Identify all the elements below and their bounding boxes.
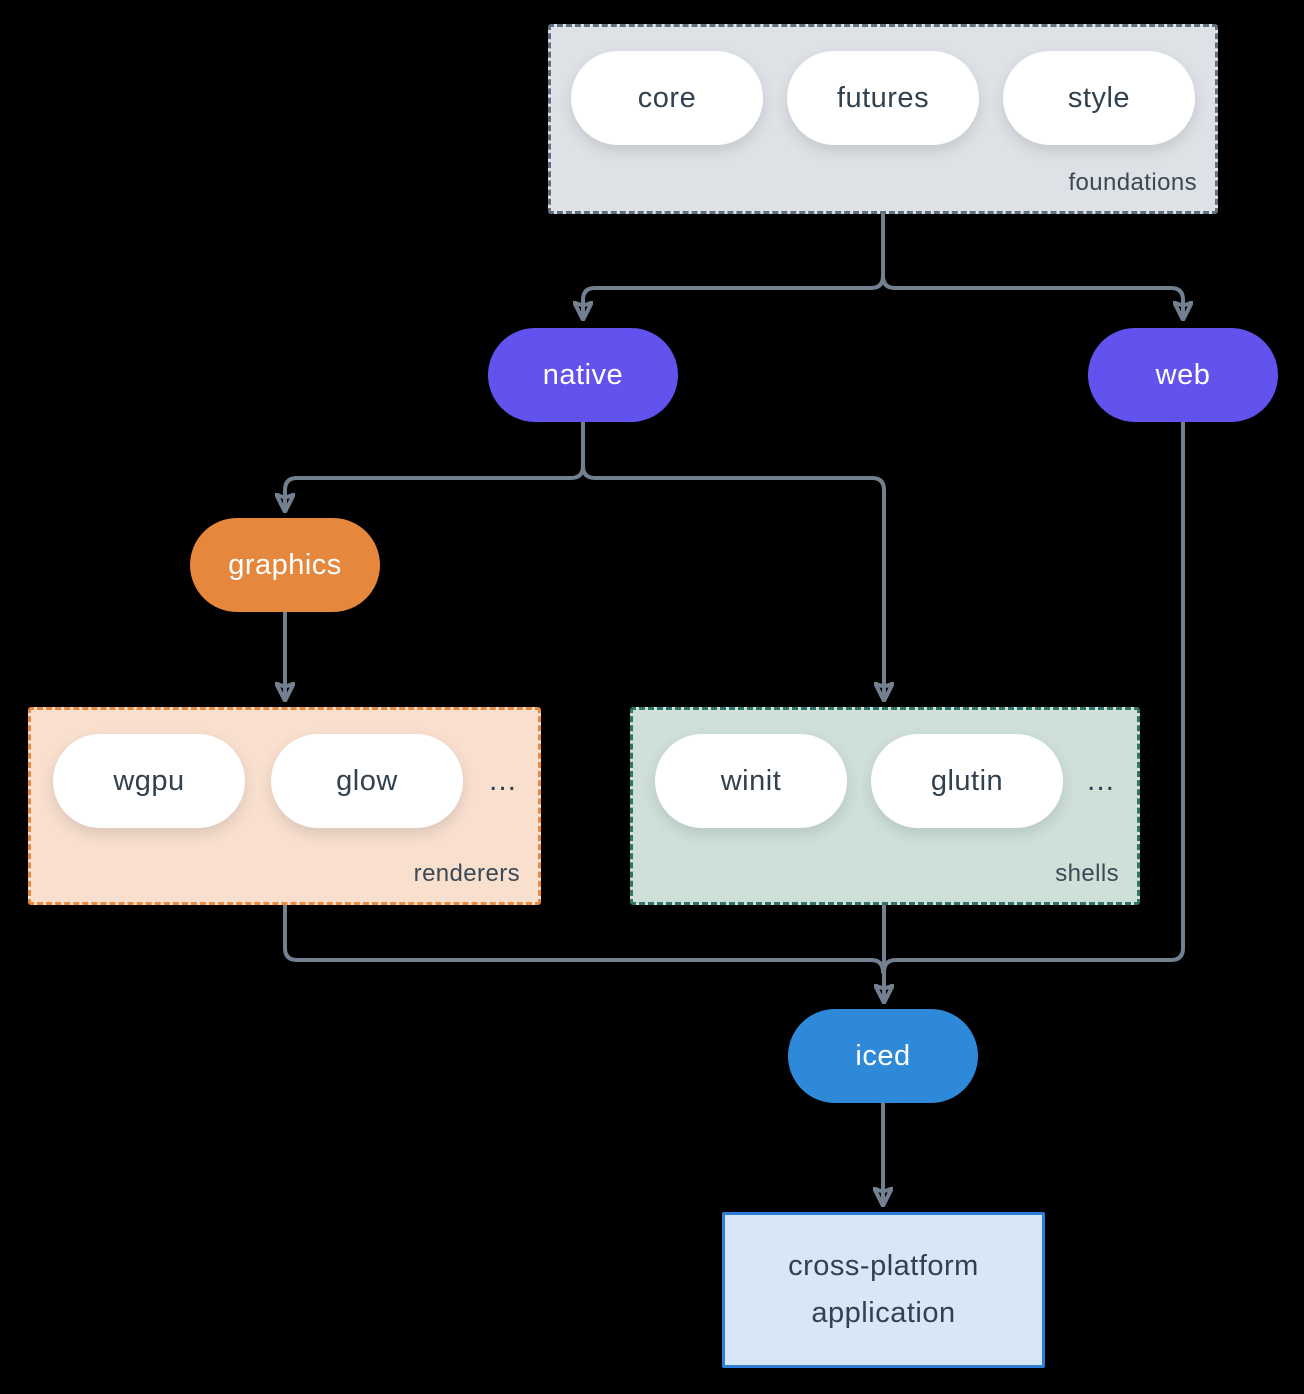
group-shells: winit glutin ... shells [630,707,1140,905]
group-renderers-label: renderers [413,860,520,887]
group-shells-label: shells [1055,860,1119,887]
node-graphics: graphics [190,518,380,612]
renderers-ellipsis: ... [489,764,518,797]
node-graphics-label: graphics [228,548,342,581]
pill-glow: glow [271,734,463,828]
pill-glow-label: glow [336,764,398,797]
shells-ellipsis: ... [1087,764,1116,797]
group-renderers: wgpu glow ... renderers [28,707,541,905]
node-application-label: cross-platform application [788,1250,979,1329]
pill-style: style [1003,51,1195,145]
group-foundations: core futures style foundations [548,24,1218,214]
node-native-label: native [542,358,624,391]
pill-glutin-label: glutin [930,764,1004,797]
edge-native-to-shells [581,464,884,699]
node-web: web [1088,328,1278,422]
group-foundations-label: foundations [1068,169,1197,196]
node-web-label: web [1155,358,1211,391]
node-iced: iced [788,1009,978,1103]
edge-native-to-graphics [285,464,585,510]
edge-foundations-to-native [583,274,885,318]
pill-winit-label: winit [720,764,782,797]
pill-winit: winit [655,734,847,828]
pill-wgpu: wgpu [53,734,245,828]
pill-glutin: glutin [871,734,1063,828]
edge-renderers-to-merge [283,903,885,974]
pill-futures-label: futures [836,81,930,114]
pill-wgpu-label: wgpu [113,764,185,797]
pill-core-label: core [637,81,697,114]
pill-style-label: style [1067,81,1131,114]
node-iced-label: iced [855,1039,911,1072]
node-native: native [488,328,678,422]
pill-futures: futures [787,51,979,145]
pill-core: core [571,51,763,145]
node-application: cross-platform application [722,1212,1045,1368]
edge-foundations-to-web [881,274,1183,318]
